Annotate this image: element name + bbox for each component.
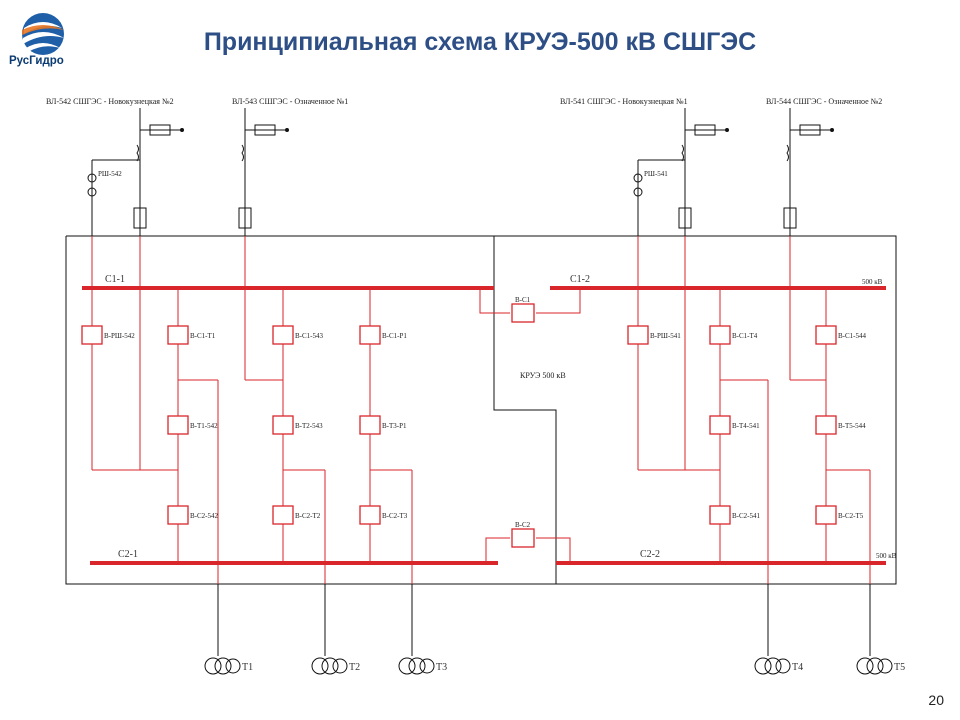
breaker-b-c1-t4 <box>709 325 731 345</box>
breaker-label-b-c2-t3: В-С2-Т3 <box>382 512 408 520</box>
bus-coupler-vc1 <box>511 303 535 323</box>
line-label-vl541: ВЛ-541 СШГЭС - Новокузнецкая №1 <box>560 97 688 106</box>
bus-coupler-vc2 <box>511 528 535 548</box>
bus-label-c2-2: С2-2 <box>640 549 660 560</box>
kruе-boundary <box>65 235 897 585</box>
line-entries: РШ-542 РШ-541 <box>87 108 834 236</box>
transformer-feeders <box>204 584 893 675</box>
transformer-label-t3: Т3 <box>436 662 447 673</box>
breaker-b-c2-t3 <box>359 505 381 525</box>
breaker-label-b-c2-t2: В-С2-Т2 <box>295 512 321 520</box>
breaker-b-c2-542 <box>167 505 189 525</box>
breaker-b-t4-541 <box>709 415 731 435</box>
breaker-label-b-c2-542: В-С2-542 <box>190 512 219 520</box>
breaker-b-rsh541 <box>627 325 649 345</box>
breaker-label-b-t4-541: В-Т4-541 <box>732 422 760 430</box>
breaker-label-b-c1-543: В-С1-543 <box>295 332 324 340</box>
breaker-b-c1-543 <box>272 325 294 345</box>
breaker-label-b-c1-t4: В-С1-Т4 <box>732 332 758 340</box>
page-title: Принципиальная схема КРУЭ-500 кВ СШГЭС <box>203 28 757 56</box>
line-label-vl543: ВЛ-543 СШГЭС - Означенное №1 <box>232 97 348 106</box>
bus-voltage-top: 500 кВ <box>862 278 883 286</box>
transformer-label-t4: Т4 <box>792 662 803 673</box>
breaker-label-b-t2-543: В-Т2-543 <box>295 422 323 430</box>
reactor-label-rsh541: РШ-541 <box>644 170 668 178</box>
breaker-b-c2-541 <box>709 505 731 525</box>
bus-label-c1-2: С1-2 <box>570 274 590 285</box>
rushydro-logo-icon <box>22 13 64 55</box>
breaker-b-c2-t5 <box>815 505 837 525</box>
kruе-label: КРУЭ 500 кВ <box>520 371 566 380</box>
bus-label-c2-1: С2-1 <box>118 549 138 560</box>
bus-coupler-label-vc2: В-С2 <box>515 521 531 529</box>
breaker-label-b-c2-541: В-С2-541 <box>732 512 761 520</box>
breakers-row-2 <box>167 415 837 435</box>
transformer-label-t1: Т1 <box>242 662 253 673</box>
reactor-label-rsh542: РШ-542 <box>98 170 122 178</box>
breaker-label-b-t3-r1: В-Т3-Р1 <box>382 422 407 430</box>
breaker-label-b-c1-r1: В-С1-Р1 <box>382 332 407 340</box>
bus-coupler-label-vc1: В-С1 <box>515 296 531 304</box>
breakers-row-1 <box>81 325 837 345</box>
breaker-b-c2-t2 <box>272 505 294 525</box>
breaker-label-b-t5-544: В-Т5-544 <box>838 422 866 430</box>
breaker-label-b-rsh541: В-РШ-541 <box>650 332 681 340</box>
transformer-label-t5: Т5 <box>894 662 905 673</box>
breaker-b-t1-542 <box>167 415 189 435</box>
transformer-label-t2: Т2 <box>349 662 360 673</box>
logo-text: РусГидро <box>9 55 64 67</box>
breaker-label-b-c2-t5: В-С2-Т5 <box>838 512 864 520</box>
bus-voltage-bottom: 500 кВ <box>876 552 897 560</box>
breaker-label-b-rsh542: В-РШ-542 <box>104 332 135 340</box>
line-label-vl542: ВЛ-542 СШГЭС - Новокузнецкая №2 <box>46 97 174 106</box>
bus-label-c1-1: С1-1 <box>105 274 125 285</box>
breaker-b-t2-543 <box>272 415 294 435</box>
breaker-label-b-c1-544: В-С1-544 <box>838 332 867 340</box>
breaker-b-c1-t1 <box>167 325 189 345</box>
breaker-label-b-c1-t1: В-С1-Т1 <box>190 332 216 340</box>
breaker-b-c1-r1 <box>359 325 381 345</box>
breaker-b-t3-r1 <box>359 415 381 435</box>
page-number: 20 <box>928 692 944 708</box>
breaker-b-c1-544 <box>815 325 837 345</box>
line-label-vl544: ВЛ-544 СШГЭС - Означенное №2 <box>766 97 882 106</box>
breaker-label-b-t1-542: В-Т1-542 <box>190 422 218 430</box>
breaker-b-t5-544 <box>815 415 837 435</box>
breakers-row-3 <box>167 505 837 525</box>
breaker-b-rsh542 <box>81 325 103 345</box>
